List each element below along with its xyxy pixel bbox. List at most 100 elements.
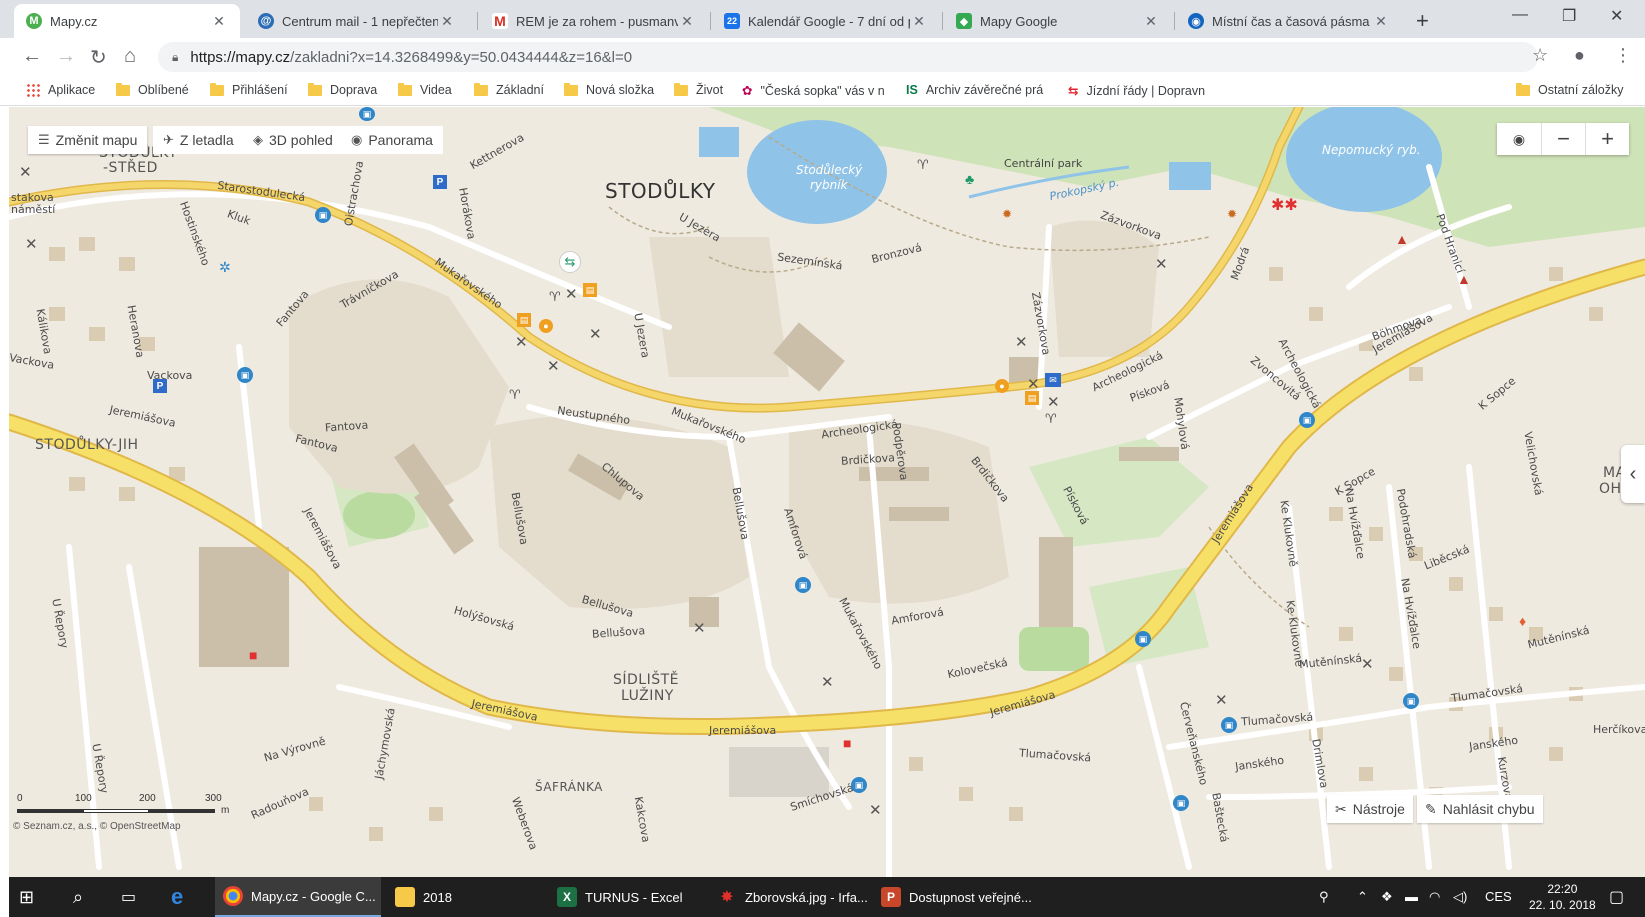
taskbar-chrome[interactable]: Mapy.cz - Google C...	[215, 877, 381, 917]
bookmark-ostatni[interactable]: Ostatní záložky	[1516, 82, 1623, 97]
hospital-icon[interactable]: ✲	[219, 259, 231, 275]
edge-icon[interactable]: e	[171, 884, 184, 909]
zoom-out-button[interactable]: −	[1541, 123, 1585, 155]
parking-icon[interactable]: P	[153, 379, 167, 393]
bus-stop-icon[interactable]: ▣	[795, 577, 811, 593]
clock[interactable]: 22:20 22. 10. 2018	[1529, 881, 1596, 913]
store-icon[interactable]: ▤	[1025, 391, 1039, 405]
bus-stop-icon[interactable]: ▣	[1299, 412, 1315, 428]
parking-icon[interactable]: P	[433, 175, 447, 189]
tab-mapy-cz[interactable]: M Mapy.cz ✕	[14, 4, 240, 38]
bus-stop-icon[interactable]: ▣	[851, 777, 867, 793]
tab-gmail[interactable]: M REM je za rohem - pusmanv ✕	[480, 4, 708, 38]
task-view-icon[interactable]: ▭	[121, 889, 137, 906]
service-icon[interactable]: ✕	[565, 286, 578, 303]
store-icon[interactable]: ▤	[517, 313, 531, 327]
park-icon[interactable]: ♣	[965, 171, 975, 187]
tab-google-calendar[interactable]: 22 Kalendář Google - 7 dní od p ✕	[712, 4, 940, 38]
aerial-button[interactable]: ✈Z letadla	[153, 126, 244, 154]
home-icon[interactable]: ⌂	[124, 45, 137, 67]
reload-icon[interactable]: ↻	[90, 47, 107, 69]
bookmark-nova-slozka[interactable]: Nová složka	[564, 82, 654, 97]
bookmark-zivot[interactable]: Život	[674, 82, 723, 97]
playground-icon[interactable]: ✹	[1002, 207, 1013, 221]
tools-button[interactable]: ✂Nástroje	[1327, 795, 1413, 823]
fuel-station-icon[interactable]: ■	[249, 647, 258, 663]
restaurant-icon[interactable]: ♈	[917, 157, 929, 172]
report-error-button[interactable]: ✎Nahlásit chybu	[1417, 795, 1543, 823]
close-window-icon[interactable]: ✕	[1610, 8, 1624, 25]
service-icon[interactable]: ✕	[1361, 656, 1374, 673]
wifi-icon[interactable]: ◠	[1429, 889, 1441, 904]
store-icon[interactable]: ▤	[583, 283, 597, 297]
show-hidden-icons[interactable]: ⌃	[1357, 889, 1368, 904]
change-map-button[interactable]: ☰Změnit mapu	[28, 126, 148, 154]
bookmark-ceska-sopka[interactable]: ✿"Česká sopka" vás v n	[742, 83, 885, 99]
new-tab-button[interactable]: +	[1416, 8, 1429, 33]
maximize-icon[interactable]: ❐	[1562, 8, 1577, 25]
bookmark-star-icon[interactable]: ☆	[1532, 45, 1549, 65]
bus-stop-icon[interactable]: ▣	[1135, 631, 1151, 647]
bus-stop-icon[interactable]: ▣	[1173, 795, 1189, 811]
viewpoint-icon[interactable]: ♦	[1519, 613, 1527, 629]
zoom-in-button[interactable]: +	[1585, 123, 1629, 155]
bus-stop-icon[interactable]: ▣	[315, 207, 331, 223]
dropbox-icon[interactable]: ❖	[1381, 889, 1393, 904]
menu-icon[interactable]: ⋮	[1614, 45, 1632, 65]
restaurant-icon[interactable]: ♈	[509, 387, 521, 402]
taskbar-folder[interactable]: 2018	[387, 877, 537, 917]
fuel-station-icon[interactable]: ■	[843, 735, 852, 751]
minimize-icon[interactable]: —	[1512, 6, 1528, 23]
service-icon[interactable]: ✕	[693, 620, 706, 637]
service-icon[interactable]: ✕	[1155, 256, 1168, 273]
playground-icon[interactable]: ✹	[1227, 207, 1238, 221]
close-icon[interactable]: ✕	[1375, 12, 1387, 29]
service-icon[interactable]: ✕	[821, 674, 834, 691]
service-icon[interactable]: ✕	[1215, 692, 1228, 709]
map-canvas[interactable]: STODŮLKY STODŮLKY- -STŘED STODŮLKY-JIH S…	[9, 107, 1645, 877]
service-icon[interactable]: ✕	[589, 326, 602, 343]
bus-stop-icon[interactable]: ▣	[1403, 693, 1419, 709]
service-icon[interactable]: ✕	[1047, 394, 1060, 411]
start-icon[interactable]: ⊞	[19, 886, 35, 907]
bookmark-prihlaseni[interactable]: Přihlášení	[210, 82, 288, 97]
restaurant-icon[interactable]: ♈	[549, 289, 561, 304]
service-icon[interactable]: ✕	[25, 236, 38, 253]
bookmark-apps[interactable]: Aplikace	[26, 83, 95, 97]
attraction-icon[interactable]: ✱✱	[1271, 197, 1298, 214]
bus-stop-icon[interactable]: ▣	[237, 367, 253, 383]
shop-icon[interactable]: ●	[995, 379, 1009, 393]
side-panel-toggle-icon[interactable]: ‹	[1621, 445, 1645, 503]
search-icon[interactable]: ⌕	[73, 886, 84, 907]
close-icon[interactable]: ✕	[681, 12, 693, 29]
service-icon[interactable]: ✕	[1015, 334, 1028, 351]
3d-view-button[interactable]: ◈3D pohled	[243, 126, 343, 154]
volume-icon[interactable]: ◁)	[1453, 889, 1468, 904]
locate-me-icon[interactable]: ◉	[1512, 130, 1526, 147]
bookmark-oblibene[interactable]: Oblíbené	[116, 82, 189, 97]
profile-icon[interactable]: ●	[1574, 45, 1585, 65]
forward-icon[interactable]: →	[56, 45, 76, 67]
service-icon[interactable]: ✕	[1027, 376, 1040, 393]
tab-centrum-mail[interactable]: @ Centrum mail - 1 nepřečtená ✕	[246, 4, 468, 38]
bus-stop-icon[interactable]: ▣	[359, 107, 375, 121]
service-icon[interactable]: ✕	[547, 358, 560, 375]
close-icon[interactable]: ✕	[913, 12, 925, 29]
battery-icon[interactable]: ▬	[1405, 889, 1418, 904]
bookmark-jizdni-rady[interactable]: ⇆Jízdní řády | Dopravn	[1068, 83, 1205, 99]
post-office-icon[interactable]: ✉	[1045, 373, 1061, 387]
tab-google-maps[interactable]: ◆ Mapy Google ✕	[944, 4, 1172, 38]
close-icon[interactable]: ✕	[213, 12, 225, 29]
address-bar[interactable]: 🔒︎ https://mapy.cz/zakladni?x=14.3268499…	[158, 42, 1538, 72]
notifications-icon[interactable]: ▢	[1609, 889, 1625, 906]
service-icon[interactable]: ✕	[515, 334, 528, 351]
tab-mistni-cas[interactable]: ◉ Místní čas a časová pásma ✕	[1176, 4, 1402, 38]
church-icon[interactable]: ▲	[1457, 271, 1471, 287]
shop-icon[interactable]: ●	[539, 319, 553, 333]
taskbar-irfanview[interactable]: ✸ Zborovská.jpg - Irfa...	[709, 877, 869, 917]
back-icon[interactable]: ←	[22, 45, 42, 67]
people-icon[interactable]: ⚲	[1319, 889, 1329, 904]
bus-stop-icon[interactable]: ▣	[1221, 717, 1237, 733]
church-icon[interactable]: ▲	[1395, 231, 1409, 247]
